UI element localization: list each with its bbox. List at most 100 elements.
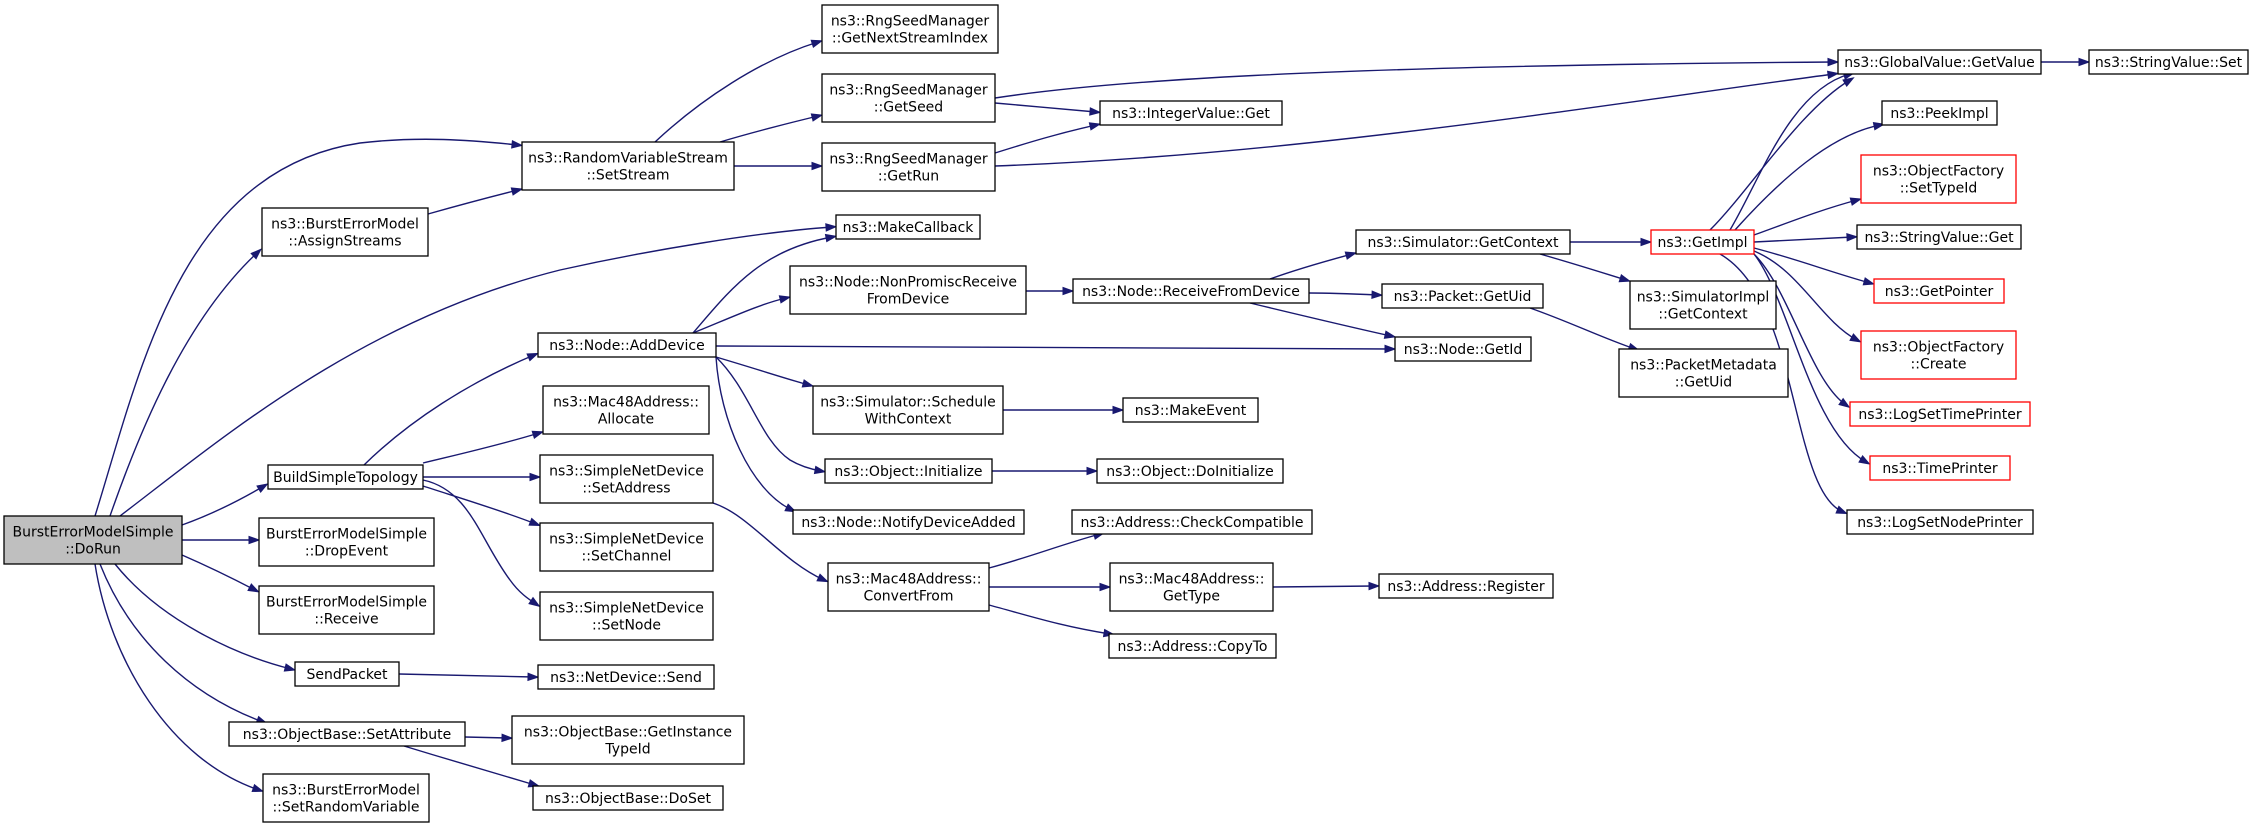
node-getnextstreamindex[interactable]: ns3::RngSeedManager::GetNextStreamIndex xyxy=(821,4,999,54)
node-adddevice[interactable]: ns3::Node::AddDevice xyxy=(537,332,717,358)
node-assignstreams[interactable]: ns3::BurstErrorModel::AssignStreams xyxy=(261,207,429,257)
node-metadatagetuid[interactable]: ns3::PacketMetadata::GetUid xyxy=(1618,348,1789,398)
node-doset[interactable]: ns3::ObjectBase::DoSet xyxy=(532,785,724,811)
node-checkcompatible[interactable]: ns3::Address::CheckCompatible xyxy=(1071,509,1313,535)
node-label-line: ns3::GetPointer xyxy=(1885,284,1994,300)
node-objectinitialize[interactable]: ns3::Object::Initialize xyxy=(824,458,993,484)
node-box xyxy=(261,207,429,257)
node-doinitialize[interactable]: ns3::Object::DoInitialize xyxy=(1096,458,1284,484)
edge-line xyxy=(715,345,1392,350)
node-makecallback[interactable]: ns3::MakeCallback xyxy=(835,214,981,240)
edge-line xyxy=(1269,253,1353,280)
edge-line xyxy=(398,673,535,678)
edge-setstream-to-getnextstreamindex xyxy=(654,39,824,143)
edge-getrun-to-globalvaluegetvalue xyxy=(994,70,1840,167)
node-dropevent[interactable]: BurstErrorModelSimple::DropEvent xyxy=(258,517,435,567)
node-box xyxy=(539,522,714,572)
node-dorun[interactable]: BurstErrorModelSimple::DoRun xyxy=(3,515,183,565)
node-settypeid[interactable]: ns3::ObjectFactory::SetTypeId xyxy=(1860,154,2017,204)
node-box xyxy=(821,4,999,54)
node-label-line: ns3::LogSetTimePrinter xyxy=(1858,407,2022,423)
node-label-line: ns3::Node::NotifyDeviceAdded xyxy=(801,515,1015,531)
node-gettype[interactable]: ns3::Mac48Address::GetType xyxy=(1109,562,1274,612)
edge-line xyxy=(1753,253,1867,463)
edge-arrowhead xyxy=(528,596,541,608)
node-sendpacket[interactable]: SendPacket xyxy=(294,661,400,687)
node-logsettimeprinter[interactable]: ns3::LogSetTimePrinter xyxy=(1849,401,2031,427)
node-register[interactable]: ns3::Address::Register xyxy=(1378,573,1554,599)
node-label-line: ns3::LogSetNodePrinter xyxy=(1857,515,2023,531)
node-box xyxy=(1618,348,1789,398)
edge-nonpromiscreceive-to-receivefromdevice xyxy=(1026,286,1075,296)
node-receive[interactable]: BurstErrorModelSimple::Receive xyxy=(258,585,435,635)
edge-line xyxy=(1729,73,1851,231)
node-label-line: ::SetNode xyxy=(592,618,661,634)
edge-arrowhead xyxy=(813,465,827,475)
node-setrandomvariable[interactable]: ns3::BurstErrorModel::SetRandomVariable xyxy=(262,773,430,823)
node-box xyxy=(3,515,183,565)
node-getimpl[interactable]: ns3::GetImpl xyxy=(1650,229,1755,255)
node-simimplgetcontext[interactable]: ns3::SimulatorImpl::GetContext xyxy=(1629,280,1777,330)
node-box xyxy=(789,265,1027,315)
node-peekimpl[interactable]: ns3::PeekImpl xyxy=(1881,100,1998,126)
edge-line xyxy=(994,124,1097,154)
node-label-line: ns3::Node::ReceiveFromDevice xyxy=(1082,284,1300,300)
edge-arrowhead xyxy=(1086,466,1099,476)
node-label-line: GetType xyxy=(1163,589,1220,605)
node-label-line: ::GetSeed xyxy=(874,100,943,116)
edge-arrowhead xyxy=(1862,277,1876,286)
edge-arrowhead xyxy=(528,517,542,526)
edge-getseed-to-integervalueget xyxy=(994,102,1102,116)
node-allocate[interactable]: ns3::Mac48Address::Allocate xyxy=(542,385,710,435)
node-getpointer[interactable]: ns3::GetPointer xyxy=(1873,278,2005,304)
node-box xyxy=(1394,336,1532,362)
node-netdevicesend[interactable]: ns3::NetDevice::Send xyxy=(537,664,715,690)
node-makeevent[interactable]: ns3::MakeEvent xyxy=(1122,397,1259,423)
node-timeprinter[interactable]: ns3::TimePrinter xyxy=(1869,455,2011,481)
node-setnode[interactable]: ns3::SimpleNetDevice::SetNode xyxy=(539,591,714,641)
edge-dorun-to-dropevent xyxy=(182,535,261,545)
node-box xyxy=(1381,283,1544,309)
node-getcontext[interactable]: ns3::Simulator::GetContext xyxy=(1355,229,1571,255)
node-getseed[interactable]: ns3::RngSeedManager::GetSeed xyxy=(821,73,996,123)
edge-schedulewithcontext-to-makeevent xyxy=(1003,405,1125,415)
node-box xyxy=(827,562,990,612)
node-buildsimpletopology[interactable]: BuildSimpleTopology xyxy=(267,464,424,490)
node-nodegetid[interactable]: ns3::Node::GetId xyxy=(1394,336,1532,362)
node-packetgetuid[interactable]: ns3::Packet::GetUid xyxy=(1381,283,1544,309)
edge-adddevice-to-makecallback xyxy=(692,233,838,334)
edge-objectinitialize-to-doinitialize xyxy=(992,466,1099,476)
node-label-line: SendPacket xyxy=(306,667,388,683)
node-box xyxy=(1629,280,1777,330)
node-label-line: ns3::BurstErrorModel xyxy=(272,783,420,799)
edge-buildsimpletopology-to-setaddress xyxy=(423,472,542,482)
node-copyto[interactable]: ns3::Address::CopyTo xyxy=(1108,633,1277,659)
node-notifydeviceadded[interactable]: ns3::Node::NotifyDeviceAdded xyxy=(792,509,1025,535)
node-stringvalueget[interactable]: ns3::StringValue::Get xyxy=(1856,224,2022,250)
node-globalvaluegetvalue[interactable]: ns3::GlobalValue::GetValue xyxy=(1837,49,2042,75)
edge-arrowhead xyxy=(256,483,269,494)
node-setchannel[interactable]: ns3::SimpleNetDevice::SetChannel xyxy=(539,522,714,572)
node-integervalueget[interactable]: ns3::IntegerValue::Get xyxy=(1099,100,1283,126)
edge-arrowhead xyxy=(810,39,824,49)
node-setstream[interactable]: ns3::RandomVariableStream::SetStream xyxy=(521,141,735,191)
node-label-line: ns3::SimpleNetDevice xyxy=(549,464,704,480)
edge-line xyxy=(1249,302,1392,337)
node-setattribute[interactable]: ns3::ObjectBase::SetAttribute xyxy=(228,721,466,747)
node-factorycreate[interactable]: ns3::ObjectFactory::Create xyxy=(1860,330,2017,380)
edge-getimpl-to-timeprinter xyxy=(1753,253,1871,465)
node-receivefromdevice[interactable]: ns3::Node::ReceiveFromDevice xyxy=(1072,278,1310,304)
node-label-line: ns3::BurstErrorModel xyxy=(271,217,419,233)
edge-arrowhead xyxy=(1099,582,1112,592)
node-getrun[interactable]: ns3::RngSeedManager::GetRun xyxy=(821,142,996,192)
node-setaddress[interactable]: ns3::SimpleNetDevice::SetAddress xyxy=(539,454,714,504)
node-label-line: ConvertFrom xyxy=(863,589,953,605)
edge-receivefromdevice-to-packetgetuid xyxy=(1308,290,1384,300)
node-convertfrom[interactable]: ns3::Mac48Address::ConvertFrom xyxy=(827,562,990,612)
node-label-line: BurstErrorModelSimple xyxy=(266,595,427,611)
node-stringvalueset[interactable]: ns3::StringValue::Set xyxy=(2088,49,2249,75)
node-logsetnodeprinter[interactable]: ns3::LogSetNodePrinter xyxy=(1846,509,2034,535)
